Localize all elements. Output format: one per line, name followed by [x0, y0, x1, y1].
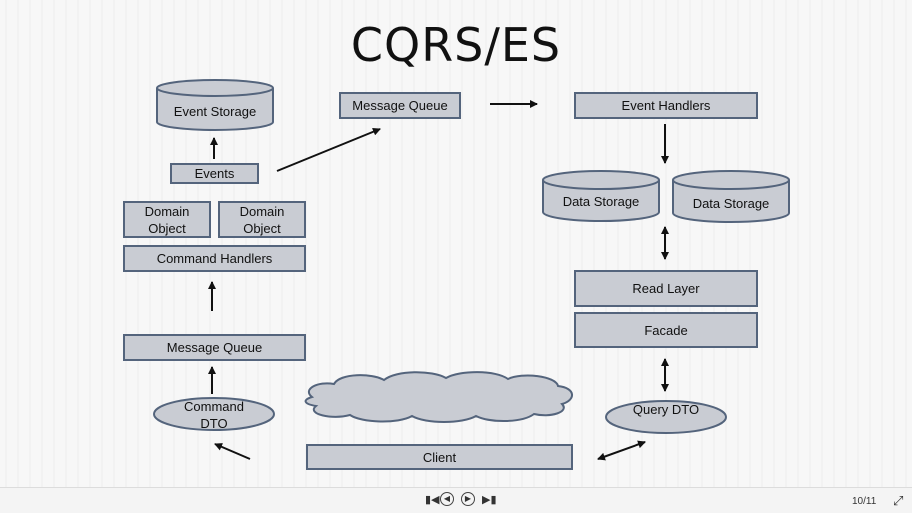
read-layer-box: Read Layer: [574, 270, 758, 307]
cloud-shape: [304, 371, 573, 423]
previous-icon[interactable]: ◀: [440, 492, 454, 506]
events-box: Events: [170, 163, 259, 184]
command-dto-ellipse: [153, 397, 275, 431]
last-slide-icon[interactable]: ▶▮: [482, 494, 497, 506]
message-queue-box: Message Queue: [339, 92, 461, 119]
query-dto-label: Query DTO: [632, 402, 700, 417]
fullscreen-icon[interactable]: ⤢: [893, 493, 904, 508]
facade-box: Facade: [574, 312, 758, 348]
domain-object-box-1: Domain Object: [123, 201, 211, 238]
data-storage-label-1: Data Storage: [562, 194, 640, 209]
first-slide-icon[interactable]: ▮◀: [425, 494, 440, 506]
data-storage-cylinder-2: [672, 170, 790, 223]
slide-counter: 10/11: [852, 496, 877, 507]
slide: CQRS/ES: [123, 18, 790, 470]
event-storage-label: Event Storage: [173, 104, 257, 119]
query-dto-ellipse: [605, 400, 727, 434]
data-storage-cylinder-1: [542, 170, 660, 222]
slide-title: CQRS/ES: [350, 18, 562, 72]
data-storage-label-2: Data Storage: [692, 196, 770, 211]
diagram-shapes: [153, 79, 790, 461]
play-icon[interactable]: ▶: [461, 492, 475, 506]
player-bar: ▮◀ ◀ ▶ ▶▮ 10/11 ⤢: [0, 487, 912, 513]
command-message-queue-box: Message Queue: [123, 334, 306, 361]
command-handlers-box: Command Handlers: [123, 245, 306, 272]
event-handlers-box: Event Handlers: [574, 92, 758, 119]
event-storage-cylinder: [156, 79, 274, 131]
arrow-client-to-command-dto: [214, 443, 251, 460]
domain-object-box-2: Domain Object: [218, 201, 306, 238]
client-box: Client: [306, 444, 573, 470]
arrow-client-query: [597, 440, 646, 461]
arrow-events-to-queue: [276, 127, 381, 172]
command-dto-label: Command DTO: [184, 399, 244, 431]
